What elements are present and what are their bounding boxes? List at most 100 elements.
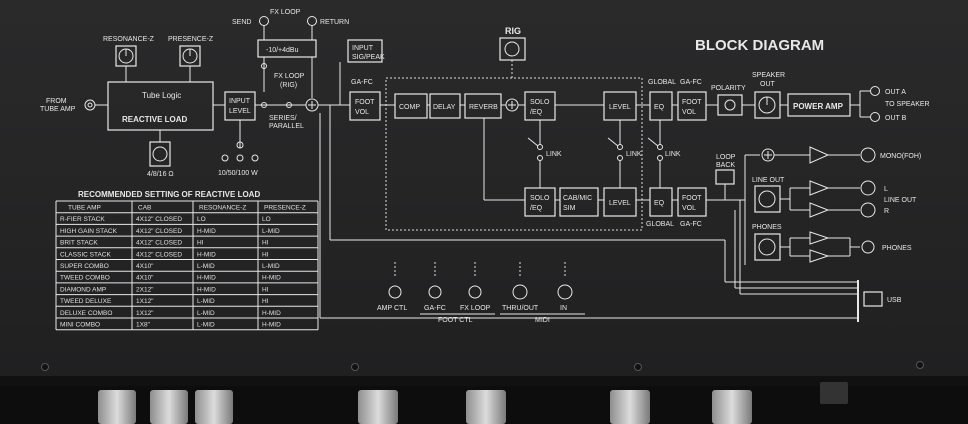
- table-cell: LO: [262, 216, 271, 223]
- solo-eq-box-lower: [524, 187, 556, 217]
- rig-region: [385, 77, 643, 231]
- table-cell: H-MID: [262, 322, 281, 329]
- midi-in-jack-icon: [557, 284, 573, 300]
- polarity-label: POLARITY: [711, 85, 746, 92]
- switch-point: [617, 144, 623, 150]
- out-b-label: OUT B: [885, 115, 907, 122]
- table-cell: 4X12" CLOSED: [136, 240, 182, 247]
- solo-eq-label-1: SOLO: [530, 99, 550, 106]
- knob-ring: [758, 238, 776, 256]
- ga-fc-label: GA-FC: [351, 79, 373, 86]
- input-sig-peak-box: [347, 39, 383, 63]
- switch-point: [286, 102, 292, 108]
- out-a-label: OUT A: [885, 89, 906, 96]
- in-label: IN: [560, 305, 567, 312]
- table-cell: H-MID: [197, 251, 216, 258]
- speaker-out-label-2: OUT: [760, 81, 776, 88]
- loop-back-label-1: LOOP: [716, 154, 736, 161]
- table-cell: BRIT STACK: [60, 240, 98, 247]
- foot-vol-label-2: VOL: [682, 109, 696, 116]
- table-cell: 1X8": [136, 322, 151, 329]
- table-header-cell: CAB: [138, 205, 151, 212]
- r-amp-triangle: [809, 202, 830, 218]
- usb-label: USB: [887, 297, 902, 304]
- l-amp-triangle: [809, 180, 830, 196]
- fx-loop-jack-icon: [468, 285, 482, 299]
- from-label: FROM: [46, 98, 67, 105]
- front-knob[interactable]: [358, 390, 398, 424]
- fx-loop-jack-label: FX LOOP: [460, 305, 491, 312]
- fx-loop-rig-label-1: FX LOOP: [274, 73, 305, 80]
- l-xlr-jack-icon: [860, 180, 876, 196]
- table-cell: HIGH GAIN STACK: [60, 228, 118, 235]
- table-cell: L-MID: [262, 228, 280, 235]
- table-cell: DIAMOND AMP: [60, 286, 106, 293]
- chassis-edge: [0, 376, 968, 386]
- table-cell: L-MID: [262, 263, 280, 270]
- table-cell: TWEED COMBO: [60, 275, 110, 282]
- switch-point: [657, 144, 663, 150]
- knob-ring: [758, 190, 776, 208]
- switch-point: [261, 102, 267, 108]
- fx-loop-rig-label-2: (RIG): [280, 82, 297, 89]
- phones-output-label: PHONES: [882, 245, 912, 252]
- fx-level-box: [257, 39, 317, 58]
- series-label: SERIES/: [269, 115, 297, 122]
- cab-mic-label-1: CAB/MIC: [563, 195, 592, 202]
- table-cell: 4X12" CLOSED: [136, 251, 182, 258]
- phones-jack-icon: [861, 240, 875, 254]
- level-label: LEVEL: [609, 200, 631, 207]
- table-cell: HI: [262, 251, 269, 258]
- midi-label: MIDI: [535, 317, 550, 324]
- table-cell: H-MID: [262, 275, 281, 282]
- screws: [41, 361, 924, 371]
- solo-eq-label-1: SOLO: [530, 195, 550, 202]
- front-knob[interactable]: [98, 390, 136, 424]
- switch-point: [261, 63, 267, 69]
- cab-mic-sim-box: [559, 187, 599, 217]
- ga-fc-jack-icon: [428, 285, 442, 299]
- to-speaker-label: TO SPEAKER: [885, 101, 930, 108]
- send-label: SEND: [232, 19, 251, 26]
- foot-vol-label-1: FOOT: [682, 99, 702, 106]
- resonance-label: RESONANCE-Z: [103, 36, 155, 43]
- link-switch: [647, 137, 659, 147]
- eq-label: EQ: [654, 200, 665, 207]
- front-switch[interactable]: [820, 382, 848, 404]
- table-cell: H-MID: [197, 275, 216, 282]
- table-cell: H-MID: [197, 286, 216, 293]
- table-cell: 1X12": [136, 310, 154, 317]
- comp-label: COMP: [399, 104, 420, 111]
- watt-label: 10/50/100 W: [218, 170, 258, 177]
- foot-vol-label-2: VOL: [682, 205, 696, 212]
- table-cell: CLASSIC STACK: [60, 251, 111, 258]
- return-jack-icon: [307, 16, 317, 26]
- front-knob[interactable]: [466, 390, 506, 424]
- r-xlr-jack-icon: [860, 202, 876, 218]
- impedance-switch-icon: [149, 141, 171, 167]
- amp-ctl-jack-icon: [388, 285, 402, 299]
- reactive-load-label: REACTIVE LOAD: [122, 115, 188, 124]
- loop-back-label-2: BACK: [716, 162, 735, 169]
- switch-ring: [152, 146, 168, 162]
- switch-point: [537, 144, 543, 150]
- ga-fc-label: GA-FC: [680, 221, 702, 228]
- table-cell: 4X12" CLOSED: [136, 216, 182, 223]
- table-cell: TWEED DELUXE: [60, 298, 112, 305]
- link-switch: [607, 137, 619, 147]
- table-cell: 4X12" CLOSED: [136, 228, 182, 235]
- front-knob[interactable]: [195, 390, 233, 424]
- return-label: RETURN: [320, 19, 349, 26]
- front-knob[interactable]: [712, 390, 752, 424]
- front-knob[interactable]: [610, 390, 650, 424]
- global-label: GLOBAL: [648, 79, 676, 86]
- tube-amp-label: TUBE AMP: [40, 106, 76, 113]
- table-cell: L-MID: [197, 263, 215, 270]
- link-label: LINK: [546, 151, 562, 158]
- foot-vol-box-lower: [677, 187, 707, 217]
- front-knob[interactable]: [150, 390, 188, 424]
- front-knobs[interactable]: [98, 382, 848, 424]
- ga-fc-label: GA-FC: [680, 79, 702, 86]
- table-cell: HI: [197, 240, 204, 247]
